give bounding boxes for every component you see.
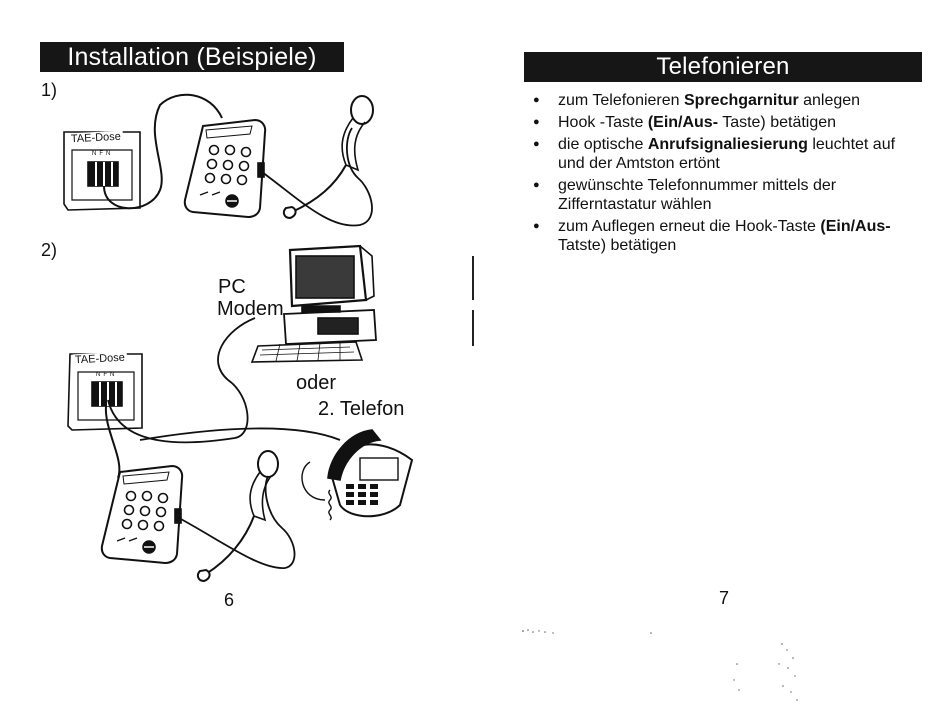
- gutter-mark: [472, 310, 474, 346]
- list-item: die optische Anrufsignaliesierung leucht…: [533, 135, 923, 173]
- pc-computer-icon: [250, 244, 377, 363]
- step-2-label: 2): [41, 240, 58, 260]
- step-1-label: 1): [41, 80, 58, 100]
- gutter-mark: [472, 256, 474, 300]
- list-item: Hook -Taste (Ein/Aus- Taste) betätigen: [533, 113, 923, 132]
- headset-base-unit-icon: [100, 464, 184, 565]
- left-page: Installation (Beispiele) 1) 2): [40, 42, 414, 610]
- page-number-left: 6: [224, 590, 235, 610]
- instruction-list: zum Telefonieren Sprechgarnitur anlegen …: [533, 91, 923, 258]
- tae-socket-icon: [63, 131, 141, 211]
- right-page: Telefonieren zum Telefonieren Sprechgarn…: [475, 0, 950, 709]
- list-item: zum Auflegen erneut die Hook-Taste (Ein/…: [533, 217, 923, 255]
- telefonieren-title: Telefonieren: [524, 52, 922, 82]
- socket-letters: NFN: [92, 151, 114, 157]
- installation-title: Installation (Beispiele): [40, 42, 344, 72]
- list-item: gewünschte Telefonnummer mittels der Zif…: [533, 176, 923, 214]
- oder-label: oder: [296, 372, 337, 394]
- modem-label: Modem: [217, 298, 284, 320]
- tae-socket-icon: [67, 353, 143, 431]
- desk-telephone-icon: [301, 429, 414, 521]
- headset-icon: [282, 95, 374, 220]
- headset-base-unit-icon: [183, 118, 267, 219]
- scan-noise: [522, 629, 798, 701]
- page-number-right: 7: [719, 588, 730, 608]
- socket-letters: NFN: [96, 372, 118, 378]
- installation-illustration: [63, 93, 414, 583]
- second-phone-label: 2. Telefon: [318, 398, 405, 420]
- pc-label: PC: [218, 276, 246, 298]
- list-item: zum Telefonieren Sprechgarnitur anlegen: [533, 91, 923, 110]
- headset-icon: [196, 450, 279, 583]
